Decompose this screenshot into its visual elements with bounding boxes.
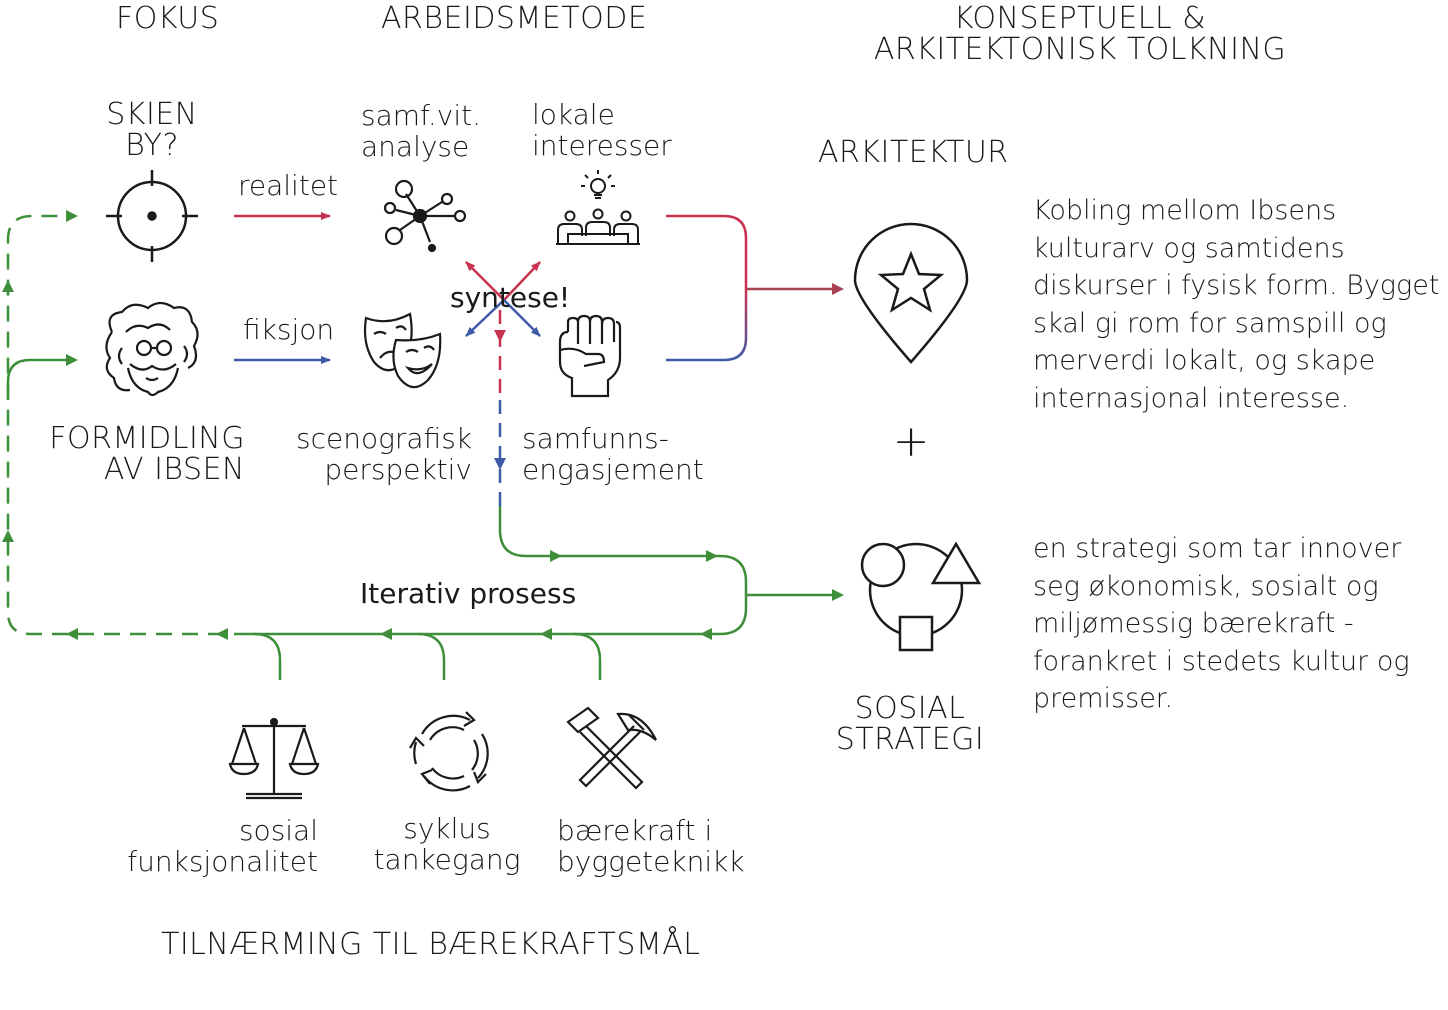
cycle-icon — [409, 711, 489, 792]
samfunns-line1: samfunns- — [522, 422, 669, 455]
header-fokus: FOKUS — [116, 1, 220, 36]
raised-fist-icon — [558, 314, 622, 398]
syklus-line1: syklus — [403, 812, 491, 845]
synthesis-down-dashed — [494, 310, 506, 506]
header-konseptuell-line1: KONSEPTUELL & — [953, 1, 1207, 36]
sosial-strategi-line1: SOSIAL — [854, 691, 966, 726]
merge-bracket — [666, 214, 844, 362]
realitet-label: realitet — [238, 169, 339, 202]
ibsen-portrait-icon — [105, 301, 199, 397]
map-pin-star-icon — [853, 222, 969, 364]
plus-sign: + — [893, 416, 930, 467]
iterativ-label: Iterativ prosess — [360, 577, 577, 610]
scenografisk-line2: perspektiv — [324, 453, 472, 486]
sosial-strategi-line2: STRATEGI — [835, 722, 985, 757]
baerekraft-line2: byggeteknikk — [557, 845, 745, 878]
formidling-line1: FORMIDLING — [49, 421, 245, 456]
fiksjon-label: fiksjon — [243, 313, 335, 346]
theatre-masks-icon — [363, 312, 442, 389]
skien-by-line1: SKIEN — [106, 97, 198, 132]
samfunns-line2: engasjement — [522, 453, 704, 486]
samfvit-line1: samf.vit. — [361, 99, 481, 132]
header-arbeidsmetode: ARBEIDSMETODE — [381, 1, 648, 36]
skien-by-line2: BY? — [125, 128, 179, 163]
shapes-icon — [860, 541, 982, 652]
formidling-line2: AV IBSEN — [103, 452, 245, 487]
scales-icon — [228, 717, 320, 800]
footer-title: TILNÆRMING TIL BÆREKRAFTSMÅL — [161, 927, 701, 962]
sosial-description: en strategi som tar innover seg økonomis… — [1033, 533, 1410, 714]
scenografisk-line1: scenografisk — [296, 422, 472, 455]
arkitektur-description: Kobling mellom Ibsens kulturarv og samti… — [1033, 195, 1440, 414]
network-icon — [383, 179, 467, 253]
synthesis-cross — [465, 261, 541, 337]
iterative-loop — [6, 214, 836, 680]
sosial-funksjonalitet-line1: sosial — [238, 814, 318, 847]
sosial-funksjonalitet-line2: funksjonalitet — [127, 845, 318, 878]
crosshair-icon — [106, 170, 198, 262]
audience-idea-icon — [556, 170, 640, 245]
syntese-label: syntese! — [450, 281, 571, 314]
hammer-pick-icon — [566, 706, 657, 790]
arkitektur-title: ARKITEKTUR — [818, 135, 1009, 170]
baerekraft-line1: bærekraft i — [557, 814, 713, 847]
syklus-line2: tankegang — [373, 843, 521, 876]
samfvit-line2: analyse — [361, 130, 470, 163]
iterative-loop-arrowheads — [2, 210, 844, 640]
lokale-line2: interesser — [532, 129, 672, 162]
lokale-line1: lokale — [532, 98, 615, 131]
header-konseptuell-line2: ARKITEKTONISK TOLKNING — [873, 32, 1287, 67]
